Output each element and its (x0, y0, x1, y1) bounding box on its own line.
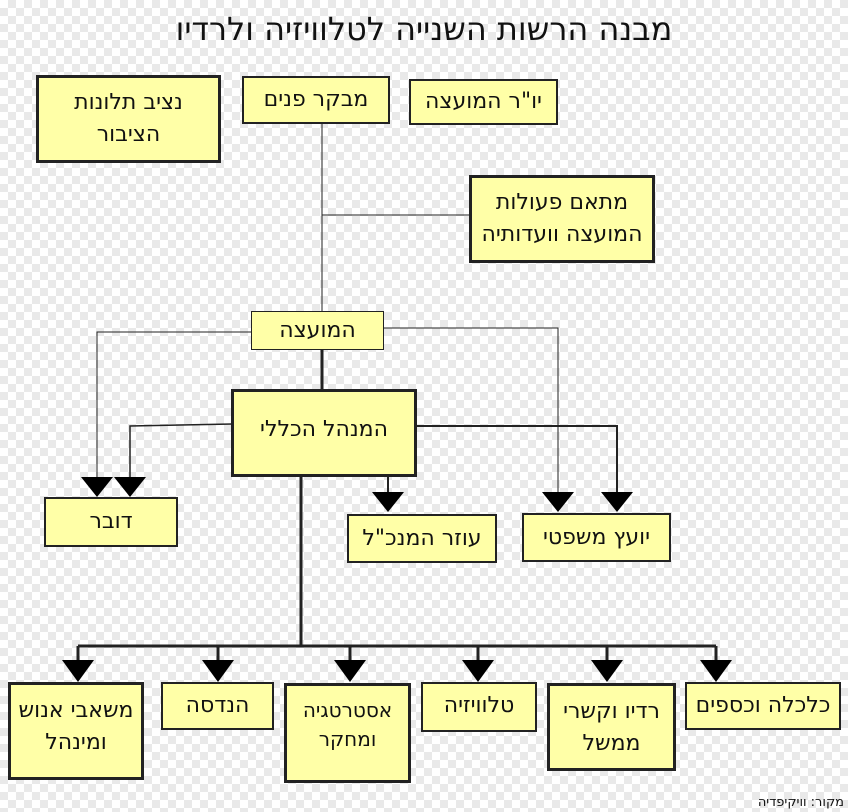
television-box: טלוויזיה (421, 682, 537, 732)
strategy-research-label: אסטרטגיה ומחקר (302, 698, 393, 751)
human-resources-box: משאבי אנוש ומינהל (8, 682, 144, 780)
finance-box: כלכלה וכספים (685, 682, 841, 730)
director-general-label: המנהל הכללי (260, 417, 388, 442)
director-general-box: המנהל הכללי (231, 389, 417, 477)
legal-advisor-label: יועץ משפטי (543, 524, 651, 550)
coordinator-label: מתאם פעולות המועצה וועדותיה (481, 190, 643, 247)
assistant-dg-label: עוזר המנכ"ל (362, 525, 482, 551)
ombudsman-label: נציב תלונות הציבור (74, 90, 183, 147)
human-resources-label: משאבי אנוש ומינהל (18, 698, 134, 755)
legal-advisor-box: יועץ משפטי (522, 513, 671, 562)
council-label: המועצה (279, 317, 356, 343)
spokesperson-label: דובר (89, 509, 133, 535)
spokesperson-box: דובר (44, 497, 178, 547)
radio-gov-relations-label: רדיו וקשרי ממשל (563, 699, 660, 756)
internal-auditor-box: מבקר פנים (242, 76, 390, 124)
coordinator-box: מתאם פעולות המועצה וועדותיה (469, 175, 655, 263)
council-chair-box: יו"ר המועצה (409, 79, 558, 125)
assistant-dg-box: עוזר המנכ"ל (347, 514, 497, 563)
engineering-box: הנדסה (161, 682, 274, 730)
television-label: טלוויזיה (443, 693, 515, 718)
page-title: מבנה הרשות השנייה לטלוויזיה ולרדיו (175, 10, 673, 48)
ombudsman-box: נציב תלונות הציבור (36, 75, 221, 163)
radio-gov-relations-box: רדיו וקשרי ממשל (547, 683, 676, 771)
internal-auditor-label: מבקר פנים (263, 87, 369, 113)
source-note: מקור: וויקיפדיה (757, 795, 844, 810)
engineering-label: הנדסה (185, 693, 250, 718)
finance-label: כלכלה וכספים (695, 693, 831, 718)
council-chair-label: יו"ר המועצה (425, 89, 542, 115)
strategy-research-box: אסטרטגיה ומחקר (284, 683, 411, 783)
council-box: המועצה (251, 311, 384, 350)
